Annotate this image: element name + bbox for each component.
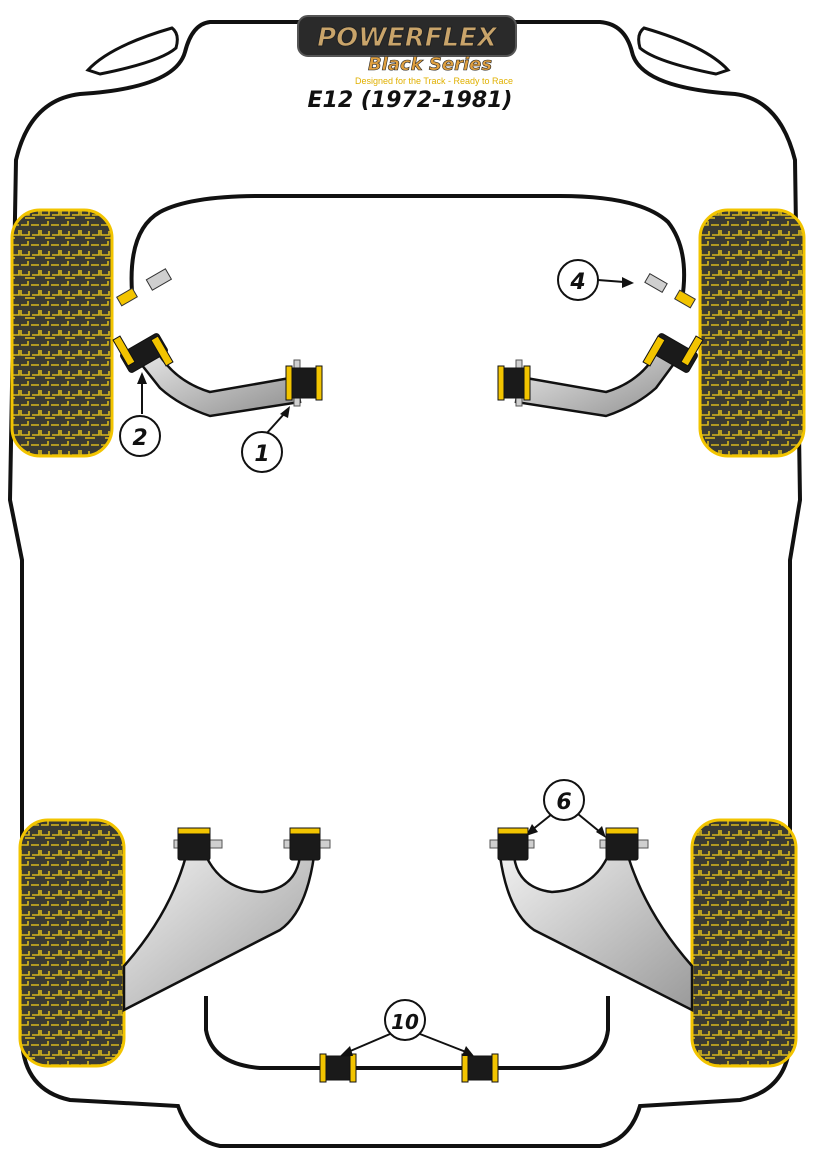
callout-label-4: 4 <box>569 270 585 295</box>
rear-anti-roll-bar <box>204 996 610 1070</box>
bush-rear-left-inner-2 <box>283 827 331 861</box>
powerflex-logo: POWERFLEX Black Series Designed for the … <box>297 15 517 86</box>
bush-1-front-left-inner <box>285 359 323 407</box>
left-headlight-shape <box>85 26 179 76</box>
callout-label-2: 2 <box>132 426 147 451</box>
callout-6: 6 <box>526 779 606 838</box>
bush-6-rear-right-inner-1 <box>489 827 535 861</box>
callout-4: 4 <box>557 259 634 301</box>
bush-front-right-outer <box>642 333 704 373</box>
tyre-front-right <box>698 208 806 458</box>
front-left-drop-link <box>116 268 173 307</box>
tyre-front-left <box>10 208 114 458</box>
callout-1: 1 <box>241 406 290 473</box>
front-right-drop-link <box>644 272 696 309</box>
model-title: E12 (1972-1981) <box>307 88 513 113</box>
logo-series-text: Black Series <box>368 54 492 75</box>
tyre-rear-right <box>690 818 798 1068</box>
bush-front-right-inner <box>497 359 531 407</box>
right-headlight-shape <box>637 26 731 76</box>
logo-brand-text: POWERFLEX <box>317 23 499 53</box>
callout-10: 10 <box>340 999 474 1056</box>
callout-label-1: 1 <box>254 442 269 467</box>
bush-6-rear-right-inner-2 <box>599 827 649 861</box>
logo-tagline-text: Designed for the Track - Ready to Race <box>355 76 513 86</box>
bush-rear-left-inner-1 <box>173 827 223 861</box>
bush-2-front-left-outer <box>112 333 174 373</box>
callout-label-6: 6 <box>556 790 571 815</box>
callout-2: 2 <box>119 372 161 457</box>
bush-10-rear-arb-left <box>319 1053 357 1083</box>
tyre-rear-left <box>18 818 126 1068</box>
front-anti-roll-bar <box>129 194 687 301</box>
callout-label-10: 10 <box>391 1010 419 1034</box>
rear-right-trailing-arm <box>498 854 694 1013</box>
rear-left-trailing-arm <box>122 854 316 1013</box>
bush-10-rear-arb-right <box>461 1053 499 1083</box>
